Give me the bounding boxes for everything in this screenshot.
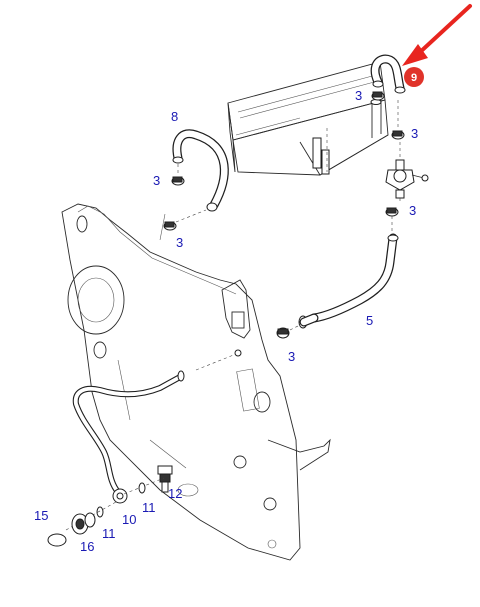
callout-8: 8 (171, 109, 178, 124)
callout-3: 3 (288, 349, 295, 364)
clamp-3-right-lower (385, 207, 399, 217)
callout-3: 3 (153, 173, 160, 188)
callout-3: 3 (411, 126, 418, 141)
clamp-3-left-lower (163, 221, 177, 231)
fitting-12 (157, 465, 173, 493)
bulkhead-panel (61, 203, 331, 561)
return-pipe (72, 370, 185, 504)
hose-5 (298, 233, 399, 329)
hose-8 (172, 129, 229, 212)
heater-core (227, 61, 389, 176)
hose-9 (370, 54, 406, 94)
callout-3: 3 (176, 235, 183, 250)
callout-12: 12 (168, 486, 182, 501)
callout-11: 11 (102, 526, 116, 541)
adapter-16 (71, 512, 96, 535)
callout-16: 16 (80, 539, 94, 554)
red-arrow-icon (402, 4, 472, 66)
clamp-3-top (371, 91, 385, 101)
callout-3: 3 (409, 203, 416, 218)
red-circle-badge-icon: 9 (404, 67, 424, 87)
washer-11-upper (138, 482, 146, 494)
callout-11: 11 (142, 500, 156, 515)
water-valve (385, 142, 429, 204)
clamp-3-right-upper (391, 130, 405, 140)
clamp-3-middle (276, 327, 290, 339)
washer-11-lower (96, 506, 104, 518)
callout-3: 3 (355, 88, 362, 103)
callout-15: 15 (34, 508, 48, 523)
callout-9: 9 (411, 72, 417, 84)
clamp-3-left-upper (171, 176, 185, 186)
o-ring-15 (47, 533, 67, 547)
callout-10: 10 (122, 512, 136, 527)
callout-5: 5 (366, 313, 373, 328)
